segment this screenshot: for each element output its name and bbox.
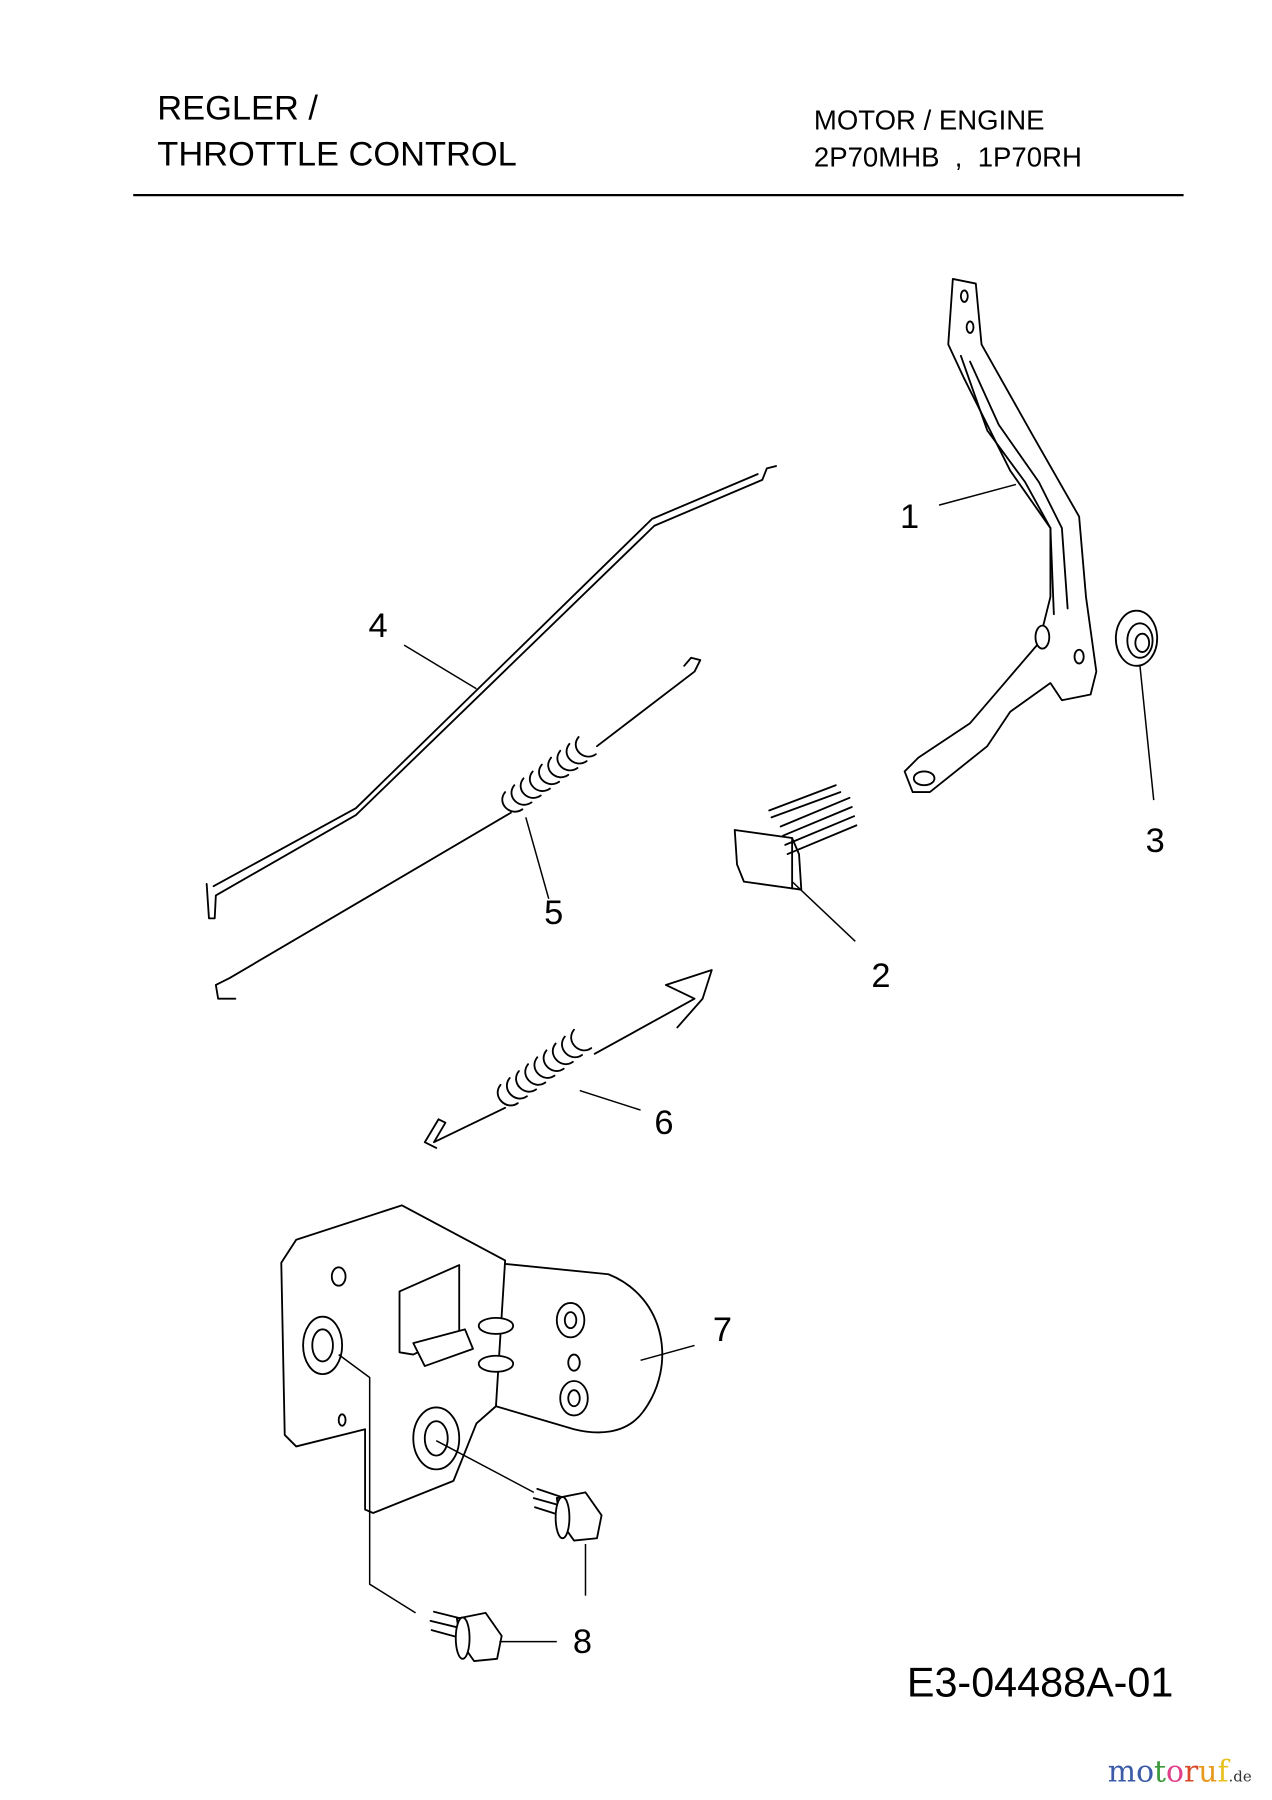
engine-models: 2P70MHB , 1P70RH — [814, 141, 1082, 172]
part-7-control-bracket — [280, 1204, 664, 1514]
part-6-spring — [423, 969, 713, 1149]
part-5-governor-spring — [214, 656, 702, 1000]
callout-6: 6 — [654, 1104, 673, 1142]
callout-7: 7 — [713, 1311, 732, 1349]
part-8-hex-bolt — [532, 1487, 603, 1542]
part-1-throttle-lever — [903, 278, 1098, 794]
part-4-governor-rod — [205, 465, 777, 920]
leader-lines — [338, 483, 1155, 1643]
part-3-flange-nut — [1114, 609, 1159, 667]
title-line-2: THROTTLE CONTROL — [157, 135, 517, 173]
callout-3: 3 — [1146, 822, 1165, 860]
engine-label: MOTOR / ENGINE — [814, 105, 1045, 136]
callout-8: 8 — [573, 1623, 592, 1661]
callout-4: 4 — [369, 607, 388, 645]
diagram-code: E3-04488A-01 — [907, 1660, 1173, 1706]
title-line-1: REGLER / — [157, 89, 318, 127]
motoruf-logo: motoruf.de — [1108, 1755, 1252, 1790]
part-8-hex-bolt — [429, 1610, 503, 1663]
part-2-adjusting-screw — [733, 784, 858, 891]
logo-text: motoruf.de — [1108, 1755, 1252, 1790]
callout-1: 1 — [900, 498, 919, 536]
callout-5: 5 — [544, 894, 563, 932]
callout-2: 2 — [871, 957, 890, 995]
